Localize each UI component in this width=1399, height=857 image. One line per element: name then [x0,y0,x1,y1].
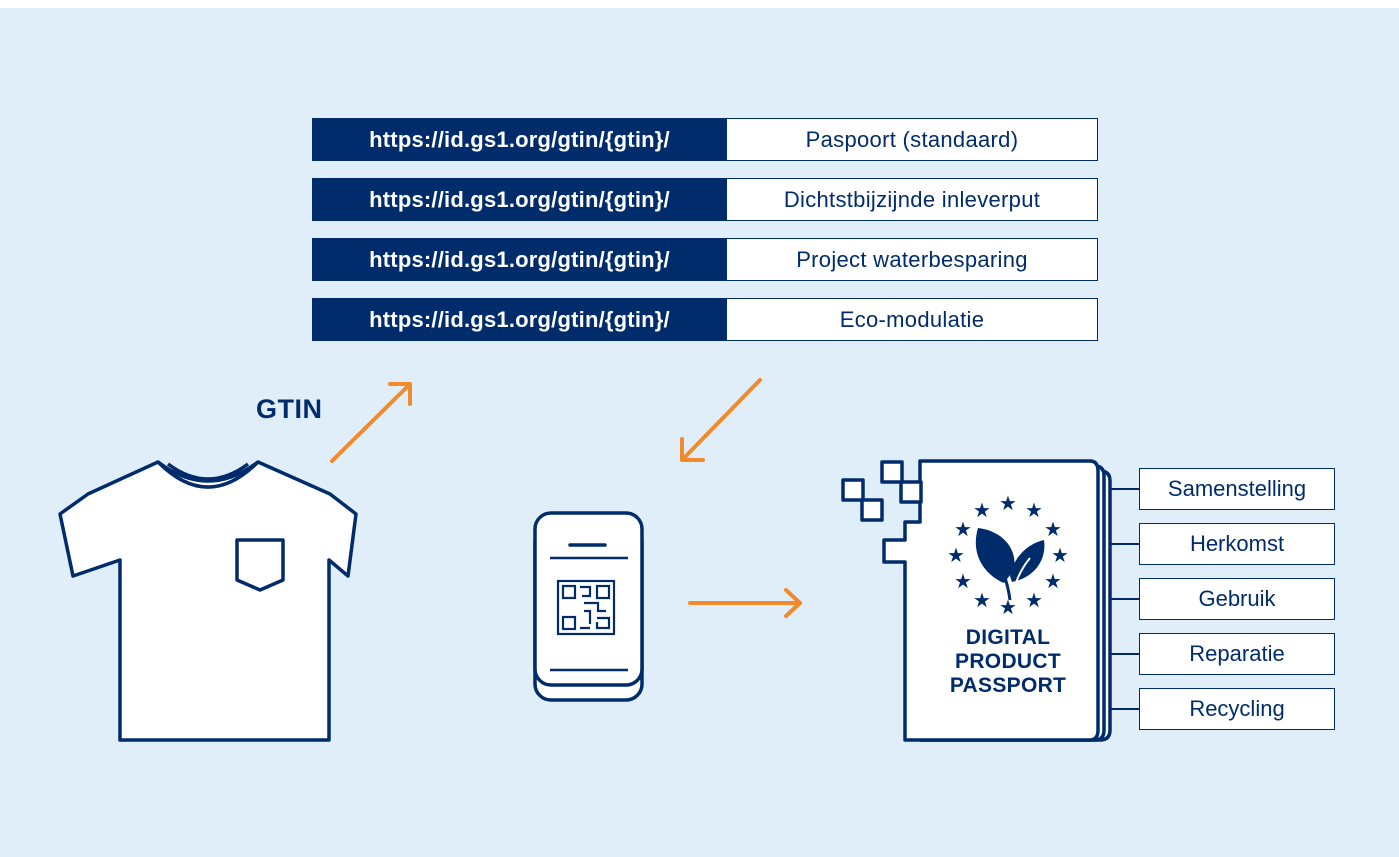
attribute-use: Gebruik [1139,578,1335,620]
url-target: Eco-modulatie [727,298,1098,341]
url-row-passport: https://id.gs1.org/gtin/{gtin}/ Paspoort… [312,118,1098,161]
leaf-icon [975,528,1045,601]
url-row-eco-modulation: https://id.gs1.org/gtin/{gtin}/ Eco-modu… [312,298,1098,341]
passport-title: DIGITAL PRODUCT PASSPORT [920,626,1096,698]
url-prefix: https://id.gs1.org/gtin/{gtin}/ [312,298,727,341]
svg-text:★: ★ [999,595,1017,619]
url-target: Project waterbesparing [727,238,1098,281]
attribute-repair: Reparatie [1139,633,1335,675]
url-target: Dichtstbijzijnde inleverput [727,178,1098,221]
attribute-connectors [1110,488,1139,710]
pixel-square [880,460,904,484]
tshirt-icon [58,460,358,742]
arrow-up-right-icon [330,382,412,463]
eu-stars-leaf-icon: ★ ★ ★ ★ ★ ★ ★ ★ ★ ★ ★ ★ [947,491,1069,619]
pixel-square [899,480,923,504]
qr-code-icon [556,579,616,636]
pixel-square [860,498,884,522]
smartphone-qr-icon [533,511,644,702]
url-prefix: https://id.gs1.org/gtin/{gtin}/ [312,238,727,281]
svg-text:★: ★ [973,588,991,612]
svg-text:★: ★ [1044,517,1062,541]
attribute-origin: Herkomst [1139,523,1335,565]
svg-text:★: ★ [973,498,991,522]
svg-text:★: ★ [1044,569,1062,593]
url-prefix: https://id.gs1.org/gtin/{gtin}/ [312,118,727,161]
url-row-water-saving: https://id.gs1.org/gtin/{gtin}/ Project … [312,238,1098,281]
url-row-collection-point: https://id.gs1.org/gtin/{gtin}/ Dichtstb… [312,178,1098,221]
svg-text:★: ★ [954,569,972,593]
svg-text:★: ★ [999,491,1017,515]
arrow-right-icon [688,588,802,618]
svg-text:★: ★ [947,543,965,567]
svg-text:★: ★ [1025,588,1043,612]
passport-book-icon [841,459,1112,742]
gtin-label: GTIN [256,394,323,424]
svg-text:★: ★ [1025,498,1043,522]
arrow-down-left-icon [680,378,762,462]
svg-text:★: ★ [954,517,972,541]
passport-title-line: PASSPORT [949,674,1067,697]
star-ring: ★ ★ ★ ★ ★ ★ ★ ★ ★ ★ ★ ★ [947,491,1069,619]
url-target: Paspoort (standaard) [727,118,1098,161]
pixel-square [841,478,865,502]
attribute-recycling: Recycling [1139,688,1335,730]
passport-title-line: DIGITAL [965,626,1051,649]
url-prefix: https://id.gs1.org/gtin/{gtin}/ [312,178,727,221]
attribute-composition: Samenstelling [1139,468,1335,510]
svg-text:★: ★ [1051,543,1069,567]
passport-title-line: PRODUCT [955,650,1061,673]
